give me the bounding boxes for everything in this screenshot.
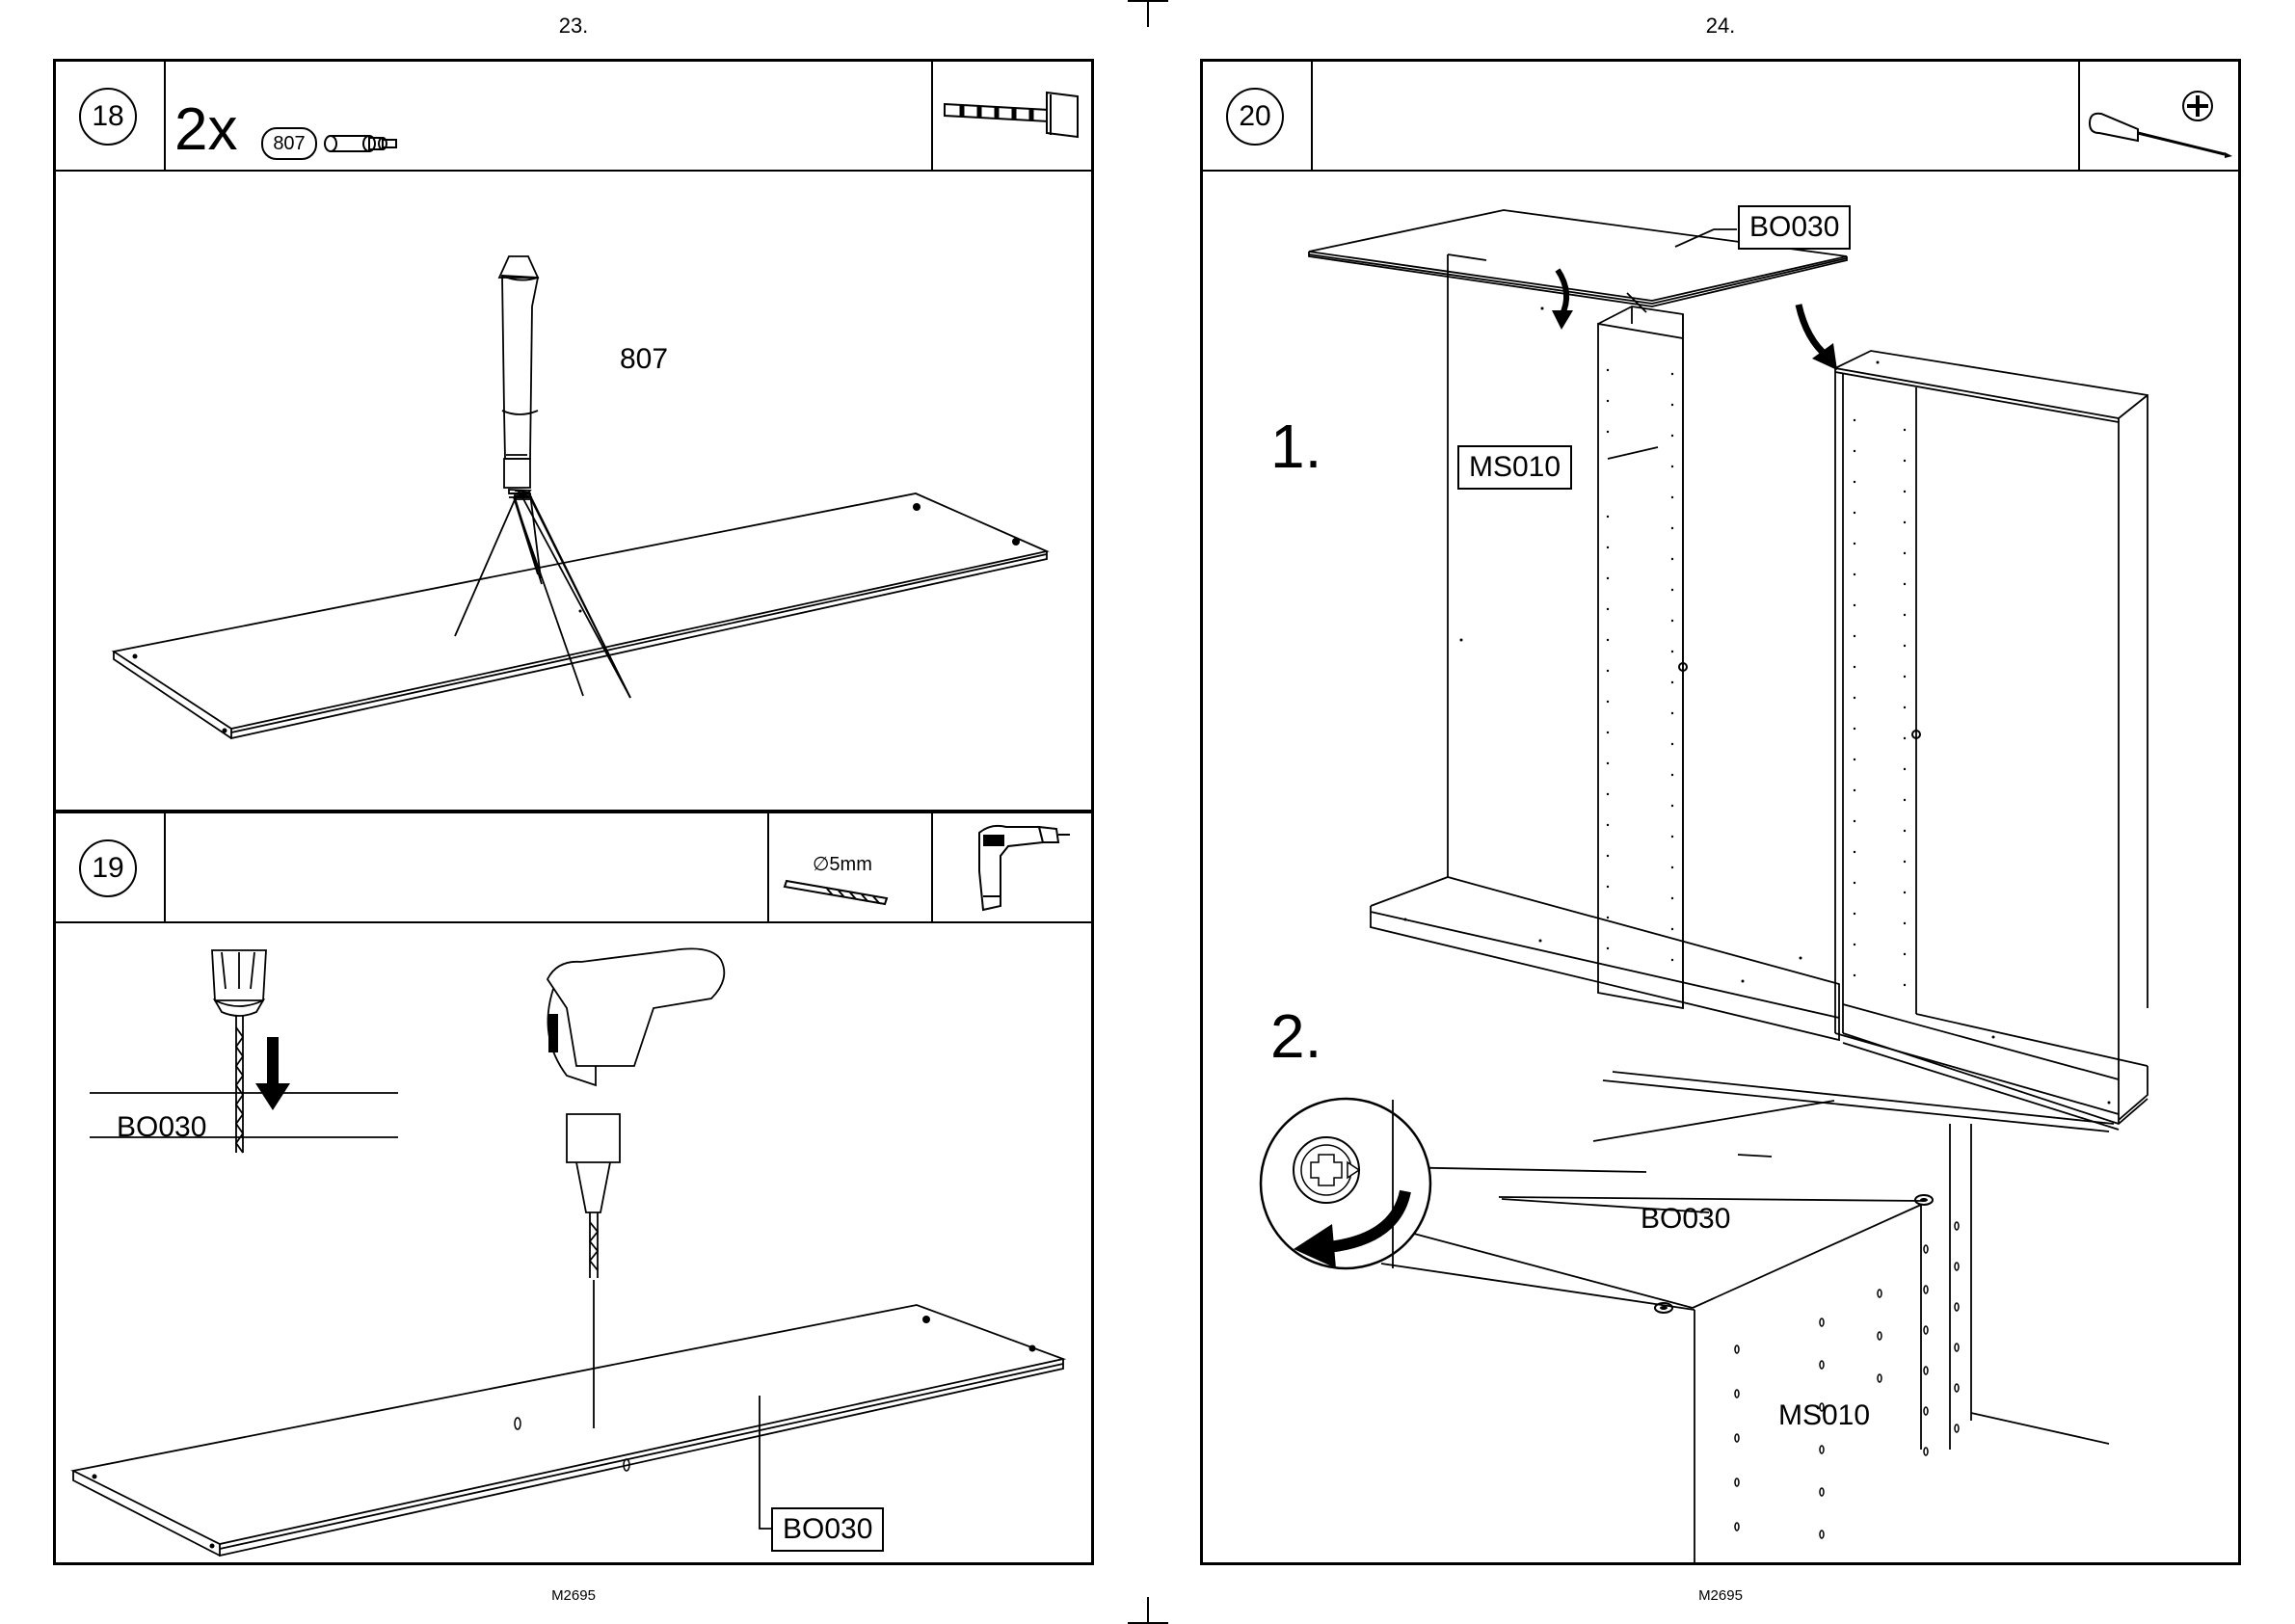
step-20-illustration: 1. 2. BO030 MS010 BO030 MS010 bbox=[1203, 170, 2238, 1562]
tool-cell-screwdriver bbox=[2078, 62, 2241, 170]
fold-mark-top bbox=[1147, 0, 1149, 27]
phillips-head-icon bbox=[2180, 89, 2219, 127]
footer-model-code-left: M2695 bbox=[516, 1587, 631, 1604]
footer-model-code-right: M2695 bbox=[1663, 1587, 1778, 1604]
drill-bit-icon bbox=[769, 813, 933, 921]
step-number-cell: 19 bbox=[56, 813, 166, 921]
sub-step-1: 1. bbox=[1270, 411, 1321, 482]
step-18-panel: 18 2x 807 bbox=[53, 59, 1094, 812]
step-18-header: 18 2x 807 bbox=[56, 62, 1091, 172]
hammer-icon bbox=[933, 62, 1094, 170]
tool-cell-drill-bit: ∅5mm bbox=[767, 813, 933, 921]
detail-label-ms010: MS010 bbox=[1778, 1399, 1870, 1432]
sub-step-2: 2. bbox=[1270, 1000, 1321, 1072]
part-callout-807: 807 bbox=[620, 343, 668, 376]
step-number: 20 bbox=[1226, 88, 1284, 146]
panel-label-bo030: BO030 bbox=[771, 1507, 884, 1552]
tool-cell-power-drill bbox=[931, 813, 1094, 921]
page-number-right: 24. bbox=[1663, 13, 1778, 39]
detail-label-bo030: BO030 bbox=[117, 1111, 206, 1144]
part-number-chip: 807 bbox=[261, 127, 317, 160]
power-drill-icon bbox=[933, 813, 1094, 921]
part-quantity: 2x bbox=[174, 100, 237, 160]
step-20-header: 20 bbox=[1203, 62, 2238, 172]
step-19-panel: 19 ∅5mm bbox=[53, 811, 1094, 1565]
part-label-bo030-top: BO030 bbox=[1738, 205, 1851, 250]
cabinet-assembly-drawing bbox=[1203, 170, 2238, 1565]
detail-label-bo030: BO030 bbox=[1641, 1203, 1730, 1236]
part-label-ms010-side: MS010 bbox=[1457, 445, 1572, 490]
step-19-illustration: BO030 BO030 bbox=[56, 921, 1091, 1562]
shelf-panel-drawing bbox=[56, 170, 1091, 810]
step-20-panel: 20 bbox=[1200, 59, 2241, 1565]
fold-mark-top-h bbox=[1128, 0, 1168, 2]
fold-mark-bottom bbox=[1147, 1597, 1149, 1624]
step-19-header: 19 ∅5mm bbox=[56, 813, 1091, 923]
tool-cell-hammer bbox=[931, 62, 1094, 170]
page-number-left: 23. bbox=[516, 13, 631, 39]
step-18-illustration: 807 bbox=[56, 170, 1091, 810]
step-number: 19 bbox=[79, 839, 137, 897]
step-number-cell: 20 bbox=[1203, 62, 1313, 170]
step-number-cell: 18 bbox=[56, 62, 166, 170]
shelf-drilling-drawing bbox=[56, 921, 1091, 1565]
step-number: 18 bbox=[79, 88, 137, 146]
